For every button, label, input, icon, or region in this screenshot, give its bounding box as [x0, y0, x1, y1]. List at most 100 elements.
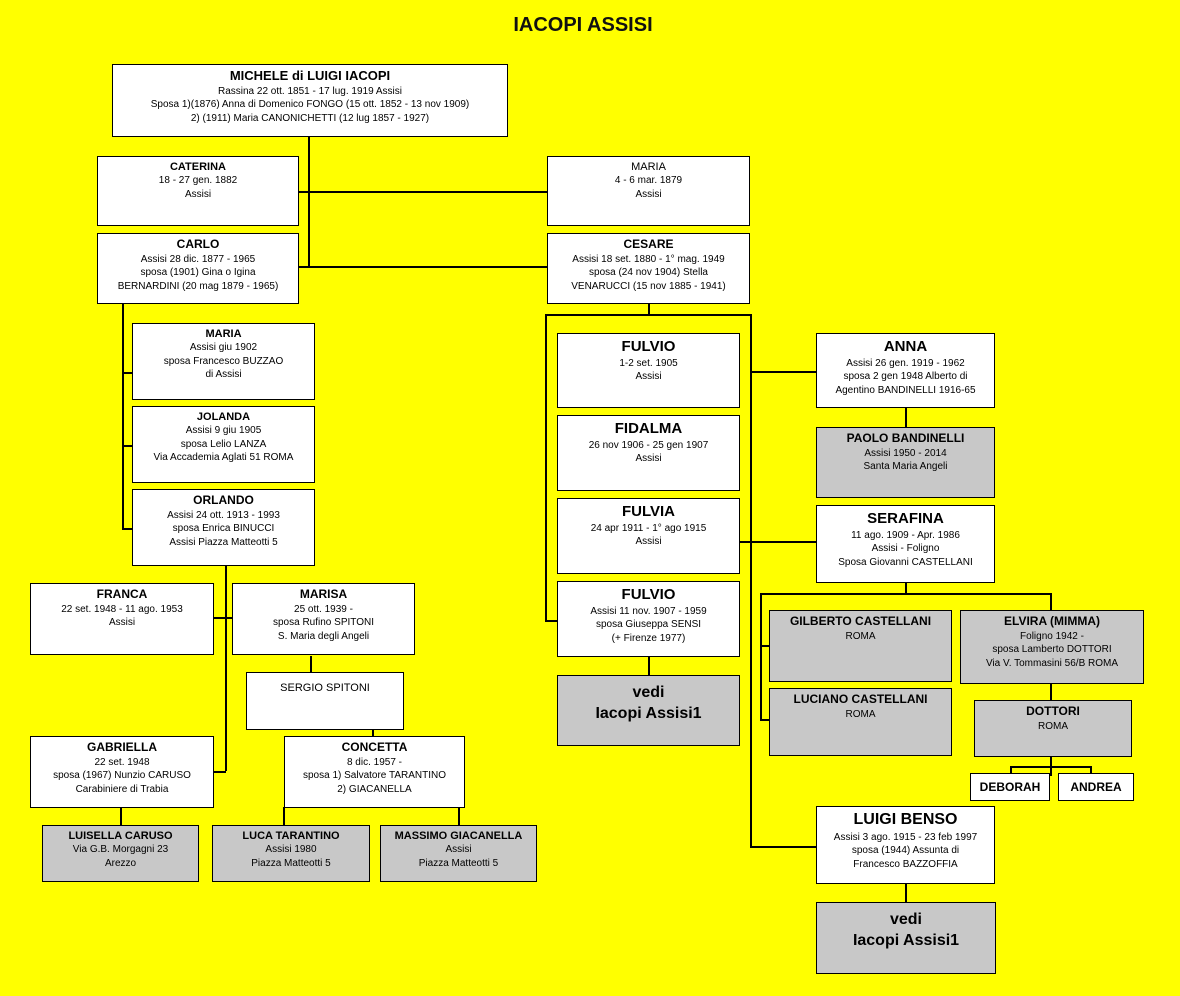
person-detail: 8 dic. 1957 -	[346, 756, 403, 768]
person-fulvio-1907[interactable]: FULVIO Assisi 11 nov. 1907 - 1959 sposa …	[557, 581, 740, 657]
person-detail: Assisi giu 1902	[189, 342, 258, 354]
person-detail: Assisi 3 ago. 1915 - 23 feb 1997	[833, 831, 978, 843]
person-concetta[interactable]: CONCETTA 8 dic. 1957 - sposa 1) Salvator…	[284, 736, 465, 808]
person-detail: Santa Maria Angeli	[863, 461, 948, 473]
person-detail: 11 ago. 1909 - Apr. 1986	[851, 529, 960, 541]
person-name: CATERINA	[169, 161, 226, 173]
person-luisella[interactable]: LUISELLA CARUSO Via G.B. Morgagni 23 Are…	[42, 825, 199, 882]
vedi-text: Iacopi Assisi1	[852, 931, 960, 949]
person-name: ANDREA	[1070, 780, 1122, 794]
person-detail: Agentino BANDINELLI 1916-65	[835, 384, 976, 396]
person-deborah[interactable]: DEBORAH	[970, 773, 1050, 801]
person-luca[interactable]: LUCA TARANTINO Assisi 1980 Piazza Matteo…	[212, 825, 370, 882]
person-elvira[interactable]: ELVIRA (MIMMA) Foligno 1942 - sposa Lamb…	[960, 610, 1144, 684]
person-name: MASSIMO GIACANELLA	[394, 830, 523, 842]
person-fulvio-1905[interactable]: FULVIO 1-2 set. 1905 Assisi	[557, 333, 740, 408]
person-detail: sposa (1901) Gina o Igina	[140, 267, 256, 279]
person-name: SERAFINA	[867, 510, 944, 527]
person-detail: Via G.B. Morgagni 23	[72, 844, 169, 856]
person-detail: Piazza Matteotti 5	[251, 857, 331, 869]
person-detail: sposa Giuseppa SENSI	[595, 619, 702, 630]
person-detail: Assisi 28 dic. 1877 - 1965	[140, 253, 256, 265]
person-paolo[interactable]: PAOLO BANDINELLI Assisi 1950 - 2014 Sant…	[816, 427, 995, 498]
person-massimo[interactable]: MASSIMO GIACANELLA Assisi Piazza Matteot…	[380, 825, 537, 882]
person-name: PAOLO BANDINELLI	[846, 431, 965, 445]
person-name: LUCA TARANTINO	[242, 830, 340, 842]
person-name: MARISA	[299, 587, 348, 601]
person-detail: Assisi 1950 - 2014	[864, 447, 947, 459]
person-detail: Assisi 24 ott. 1913 - 1993	[167, 509, 280, 521]
person-name: DEBORAH	[979, 780, 1041, 794]
person-detail: 18 - 27 gen. 1882	[158, 175, 238, 187]
person-dottori[interactable]: DOTTORI ROMA	[974, 700, 1132, 757]
person-maria-1879[interactable]: MARIA 4 - 6 mar. 1879 Assisi	[547, 156, 750, 226]
person-franca[interactable]: FRANCA 22 set. 1948 - 11 ago. 1953 Assis…	[30, 583, 214, 655]
person-name: FULVIA	[621, 503, 676, 520]
person-cesare[interactable]: CESARE Assisi 18 set. 1880 - 1° mag. 194…	[547, 233, 750, 304]
person-marisa[interactable]: MARISA 25 ott. 1939 - sposa Rufino SPITO…	[232, 583, 415, 655]
person-detail: Assisi	[635, 188, 662, 200]
person-luigi[interactable]: LUIGI BENSO Assisi 3 ago. 1915 - 23 feb …	[816, 806, 995, 884]
person-gilberto[interactable]: GILBERTO CASTELLANI ROMA	[769, 610, 952, 682]
person-fidalma[interactable]: FIDALMA 26 nov 1906 - 25 gen 1907 Assisi	[557, 415, 740, 491]
person-detail: 2) (1911) Maria CANONICHETTI (12 lug 185…	[190, 112, 430, 124]
person-name: CESARE	[623, 237, 674, 251]
person-detail: Assisi - Foligno	[871, 543, 940, 554]
person-name: LUISELLA CARUSO	[68, 830, 173, 842]
person-serafina[interactable]: SERAFINA 11 ago. 1909 - Apr. 1986 Assisi…	[816, 505, 995, 583]
person-detail: ROMA	[845, 708, 876, 720]
person-detail: Sposa 1)(1876) Anna di Domenico FONGO (1…	[150, 99, 470, 111]
person-detail: BERNARDINI (20 mag 1879 - 1965)	[117, 280, 279, 292]
person-name: GABRIELLA	[87, 740, 157, 754]
person-name: JOLANDA	[196, 411, 251, 423]
person-detail: 25 ott. 1939 -	[294, 603, 353, 615]
person-anna[interactable]: ANNA Assisi 26 gen. 1919 - 1962 sposa 2 …	[816, 333, 995, 408]
person-detail: sposa Rufino SPITONI	[273, 617, 374, 629]
vedi-text: Iacopi Assisi1	[595, 704, 702, 722]
person-name: FIDALMA	[614, 420, 683, 437]
person-name: SERGIO SPITONI	[280, 682, 370, 694]
person-detail: sposa (1967) Nunzio CARUSO	[53, 770, 191, 782]
person-detail: Foligno 1942 -	[1020, 630, 1084, 642]
person-andrea[interactable]: ANDREA	[1058, 773, 1134, 801]
person-detail: Assisi 1980	[265, 844, 317, 856]
person-name: LUIGI BENSO	[853, 811, 958, 828]
person-name: FULVIO	[621, 586, 676, 603]
person-gabriella[interactable]: GABRIELLA 22 set. 1948 sposa (1967) Nunz…	[30, 736, 214, 808]
person-name: CARLO	[176, 237, 220, 251]
person-name: MARIA	[205, 328, 242, 340]
person-detail: Assisi 9 giu 1905	[185, 425, 262, 437]
person-detail: ROMA	[1038, 720, 1068, 732]
person-detail: Assisi	[445, 844, 472, 856]
person-detail: sposa Francesco BUZZAO	[163, 355, 284, 367]
person-name: GILBERTO CASTELLANI	[789, 614, 932, 628]
person-maria-1902[interactable]: MARIA Assisi giu 1902 sposa Francesco BU…	[132, 323, 315, 400]
person-detail: Assisi 26 gen. 1919 - 1962	[846, 357, 965, 369]
person-luciano[interactable]: LUCIANO CASTELLANI ROMA	[769, 688, 952, 756]
person-name: ANNA	[883, 338, 928, 355]
person-name: CONCETTA	[341, 740, 408, 754]
person-detail: sposa Enrica BINUCCI	[172, 523, 275, 535]
person-detail: Assisi Piazza Matteotti 5	[169, 536, 278, 548]
vedi-text: vedi	[632, 684, 665, 701]
person-detail: ROMA	[845, 630, 876, 642]
person-detail: sposa 1) Salvatore TARANTINO	[302, 770, 446, 782]
person-jolanda[interactable]: JOLANDA Assisi 9 giu 1905 sposa Lelio LA…	[132, 406, 315, 483]
person-detail: 22 set. 1948 - 11 ago. 1953	[61, 603, 183, 615]
person-name: MICHELE di LUIGI IACOPI	[229, 68, 391, 83]
person-carlo[interactable]: CARLO Assisi 28 dic. 1877 - 1965 sposa (…	[97, 233, 299, 304]
person-detail: 1-2 set. 1905	[619, 357, 678, 369]
person-detail: Assisi	[108, 617, 136, 629]
person-detail: S. Maria degli Angeli	[277, 630, 370, 642]
person-sergio[interactable]: SERGIO SPITONI	[246, 672, 404, 730]
vedi-link-2[interactable]: vedi Iacopi Assisi1	[816, 902, 996, 974]
vedi-link-1[interactable]: vedi Iacopi Assisi1	[557, 675, 740, 746]
person-fulvia[interactable]: FULVIA 24 apr 1911 - 1° ago 1915 Assisi	[557, 498, 740, 574]
person-name: LUCIANO CASTELLANI	[793, 692, 928, 706]
person-detail: VENARUCCI (15 nov 1885 - 1941)	[571, 280, 726, 292]
person-orlando[interactable]: ORLANDO Assisi 24 ott. 1913 - 1993 sposa…	[132, 489, 315, 566]
person-caterina[interactable]: CATERINA 18 - 27 gen. 1882 Assisi	[97, 156, 299, 226]
page-title: IACOPI ASSISI	[513, 14, 653, 36]
person-michele[interactable]: MICHELE di LUIGI IACOPI Rassina 22 ott. …	[112, 64, 508, 137]
person-detail: Piazza Matteotti 5	[418, 857, 499, 869]
